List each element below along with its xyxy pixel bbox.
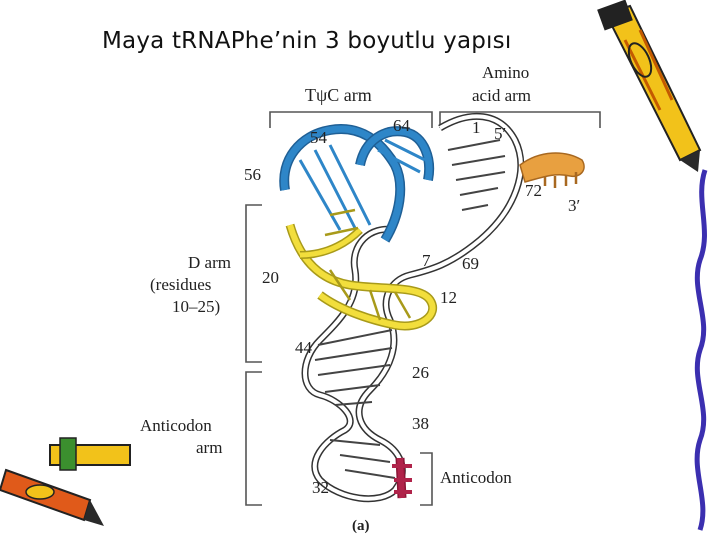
tpsic-arm-ribbon	[279, 124, 435, 243]
label-tpsic-arm: TψC arm	[305, 85, 372, 105]
label-amino-acid-arm-line1: Amino	[482, 63, 529, 82]
pencil-icon-top-right	[597, 0, 702, 172]
bracket-lines	[245, 111, 601, 506]
d-arm-ribbon	[285, 208, 437, 331]
residue-54: 54	[310, 128, 328, 147]
slide-title: Maya tRNAPhe’nin 3 boyutlu yapısı	[102, 28, 512, 54]
pencils-icon-bottom-left	[0, 437, 131, 526]
residue-7: 7	[422, 251, 431, 270]
residue-72: 72	[525, 181, 542, 200]
label-d-arm-line3: 10–25)	[172, 297, 220, 316]
residue-38: 38	[412, 414, 429, 433]
label-anticodon-arm-line1: Anticodon	[140, 416, 212, 435]
residue-20: 20	[262, 268, 279, 287]
anticodon-ribbon	[392, 457, 412, 499]
label-amino-acid-arm-line2: acid arm	[472, 86, 531, 105]
label-d-arm-line1: D arm	[188, 253, 231, 272]
residue-44: 44	[295, 338, 313, 357]
figure-caption: (a)	[352, 518, 370, 534]
wavy-line-decoration	[694, 169, 708, 531]
label-anticodon: Anticodon	[440, 468, 512, 487]
residue-56: 56	[244, 165, 261, 184]
residue-1: 1	[472, 118, 481, 137]
acceptor-end-ribbon	[519, 152, 585, 188]
residue-32: 32	[312, 478, 329, 497]
residue-3-prime: 3′	[568, 196, 580, 215]
residue-69: 69	[462, 254, 479, 273]
residue-12: 12	[440, 288, 457, 307]
residue-26: 26	[412, 363, 429, 382]
residue-64: 64	[393, 116, 411, 135]
label-anticodon-arm-line2: arm	[196, 438, 222, 457]
backbone-ribbon	[301, 112, 525, 503]
residue-5-prime: 5′	[494, 124, 506, 143]
label-d-arm-line2: (residues	[150, 275, 211, 294]
